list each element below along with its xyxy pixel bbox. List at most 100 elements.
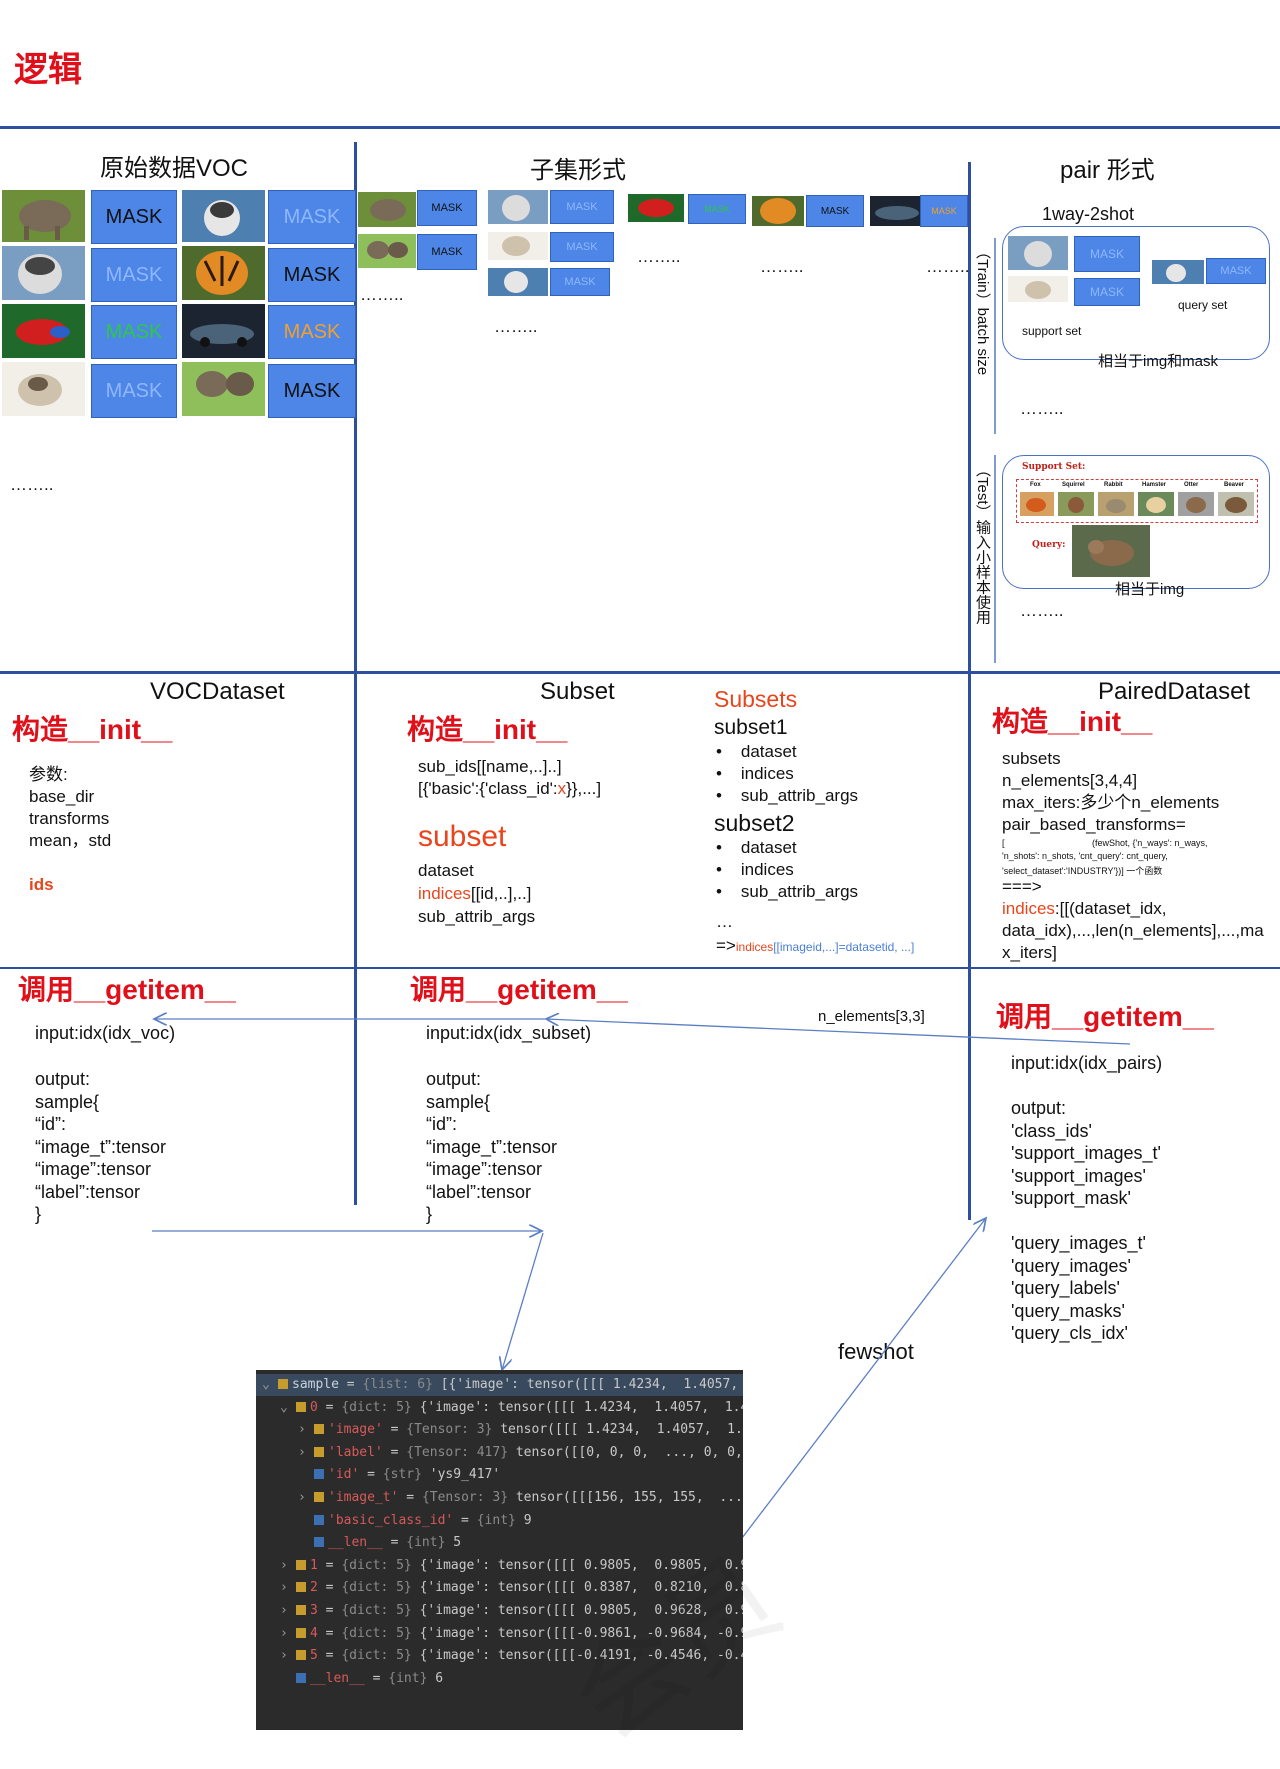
- paired-output-line: 'query_images_t': [1011, 1233, 1146, 1253]
- subset-output-line: “image”:tensor: [426, 1159, 543, 1179]
- expand-down-icon[interactable]: ⌄: [262, 1377, 270, 1392]
- subset-init-heading: 构造__init__: [407, 714, 568, 745]
- debugger-var-type: {Tensor: 417}: [406, 1444, 516, 1460]
- hamster-photo: [1138, 492, 1174, 516]
- debugger-var-name: 'id': [328, 1467, 360, 1483]
- expand-right-icon[interactable]: ›: [280, 1648, 288, 1664]
- list-icon: [296, 1559, 306, 1570]
- debugger-row[interactable]: ›3 = {dict: 5} {'image': tensor([[[ 0.98…: [280, 1600, 743, 1622]
- expand-right-icon[interactable]: ›: [298, 1490, 306, 1505]
- subset-image-grid: [358, 190, 924, 296]
- expand-right-icon[interactable]: ›: [298, 1444, 306, 1460]
- animal-name: Otter: [1184, 482, 1199, 488]
- mask-tile: MASK: [920, 195, 968, 227]
- subset1-item: • sub_attrib_args: [716, 786, 859, 805]
- top-divider: [0, 126, 1280, 129]
- debugger-row[interactable]: 'basic_class_id' = {int} 9: [298, 1510, 532, 1532]
- subset-heading: 子集形式: [530, 157, 626, 184]
- debugger-row[interactable]: ›5 = {dict: 5} {'image': tensor([[[-0.41…: [280, 1645, 743, 1667]
- debugger-row[interactable]: __len__ = {int} 5: [298, 1532, 461, 1554]
- paired-small-line: 'select_dataset':'INDUSTRY'})] 一个函数: [1002, 866, 1163, 876]
- expand-right-icon[interactable]: ›: [280, 1557, 288, 1573]
- subset2-item: • sub_attrib_args: [716, 882, 859, 901]
- debugger-var-value: {'image': tensor([[[ 0.9805, 0.9628, 0.9…: [419, 1603, 743, 1618]
- paired-small-line: [ (fewShot, {'n_ways': n_ways,: [1002, 838, 1208, 848]
- debugger-row[interactable]: ⌄sample = {list: 6} [{'image': tensor([[…: [256, 1374, 743, 1396]
- subset-title: subset: [418, 820, 507, 853]
- paired-indices-cont: data_idx),...,len(n_elements],...,ma: [1002, 921, 1264, 940]
- debugger-row[interactable]: ⌄0 = {dict: 5} {'image': tensor([[[ 1.42…: [280, 1397, 743, 1419]
- subset-sub-attrib: sub_attrib_args: [418, 907, 536, 926]
- subset-ellipsis: ……..: [926, 257, 970, 276]
- paired-output-line: 'query_images': [1011, 1255, 1131, 1276]
- debugger-row[interactable]: ›2 = {dict: 5} {'image': tensor([[[ 0.83…: [280, 1577, 743, 1599]
- paireddataset-heading: PairedDataset: [1098, 678, 1251, 705]
- debugger-var-value: 'ys9_417': [429, 1467, 501, 1483]
- train-pair-images: [1008, 236, 1204, 302]
- debugger-var-type: {int}: [476, 1512, 524, 1528]
- list-icon: [296, 1401, 306, 1412]
- paired-init-heading: 构造__init__: [992, 706, 1153, 737]
- paired-output-line: output:: [1011, 1098, 1067, 1118]
- mask-tile: MASK: [91, 305, 177, 359]
- subset1-item: • indices: [716, 764, 794, 783]
- animal-name: Beaver: [1224, 482, 1245, 488]
- debugger-var-type: {dict: 5}: [341, 1557, 420, 1573]
- voc-input: input:idx(idx_voc): [35, 1023, 176, 1043]
- debugger-row[interactable]: ›4 = {dict: 5} {'image': tensor([[[-0.98…: [280, 1623, 743, 1645]
- voc-getitem-heading: 调用__getitem__: [18, 974, 236, 1005]
- value-icon: [314, 1469, 324, 1480]
- paired-line: max_iters:多少个n_elements: [1002, 793, 1220, 812]
- mask-tile: MASK: [550, 232, 614, 262]
- mask-tile: MASK: [550, 268, 610, 296]
- debugger-var-name: 'basic_class_id': [328, 1512, 454, 1528]
- debugger-row[interactable]: 'id' = {str} 'ys9_417': [298, 1464, 500, 1486]
- tiger-photo: [182, 246, 265, 300]
- debugger-var-type: {Tensor: 3}: [406, 1422, 501, 1438]
- paired-output-line: 'query_cls_idx': [1011, 1323, 1128, 1343]
- mask-tile: MASK: [688, 194, 746, 224]
- paired-arrow: ===>: [1002, 877, 1042, 896]
- husky2-photo: [182, 190, 265, 242]
- query-title: Query:: [1032, 540, 1066, 550]
- subset-ellipsis: ……..: [360, 285, 404, 304]
- paired-line: n_elements[3,4,4]: [1002, 771, 1138, 790]
- debugger-var-name: 4: [310, 1625, 318, 1641]
- puppy-photo: [2, 362, 85, 416]
- voc-output-line: “image”:tensor: [35, 1159, 152, 1179]
- expand-right-icon[interactable]: ›: [280, 1625, 288, 1641]
- expand-down-icon[interactable]: ⌄: [280, 1399, 288, 1415]
- oneway-label: 1way-2shot: [1042, 204, 1135, 224]
- mask-tile: MASK: [268, 305, 356, 359]
- subset2-item: • indices: [716, 860, 794, 879]
- mask-tile: MASK: [268, 248, 356, 302]
- debugger-row[interactable]: ›1 = {dict: 5} {'image': tensor([[[ 0.98…: [280, 1555, 743, 1577]
- expand-right-icon[interactable]: ›: [298, 1422, 306, 1438]
- debugger-row[interactable]: ›'label' = {Tensor: 417} tensor([[0, 0, …: [298, 1442, 743, 1464]
- debugger-var-type: {Tensor: 3}: [421, 1490, 516, 1505]
- middle-divider: [0, 671, 1280, 674]
- debugger-var-name: 0: [310, 1399, 318, 1415]
- debugger-row[interactable]: ›'image_t' = {Tensor: 3} tensor([[[156, …: [298, 1487, 743, 1509]
- elephant-photo: [358, 192, 416, 227]
- pair-heading: pair 形式: [1060, 157, 1155, 184]
- equiv-img-label: 相当于img: [1115, 581, 1185, 598]
- mask-tile: MASK: [268, 364, 356, 418]
- subset-output-line: “image_t”:tensor: [426, 1136, 558, 1157]
- debugger-row[interactable]: ›'image' = {Tensor: 3} tensor([[[ 1.4234…: [298, 1419, 743, 1441]
- husky-photo: [2, 246, 85, 300]
- support-set-label: support set: [1022, 324, 1082, 338]
- debugger-row[interactable]: __len__ = {int} 6: [280, 1668, 443, 1690]
- paired-indices: indices:[[(dataset_idx,: [1002, 899, 1167, 918]
- expand-right-icon[interactable]: ›: [280, 1580, 288, 1596]
- n-elements-note: n_elements[3,3]: [818, 1008, 925, 1025]
- mask-tile: MASK: [806, 195, 864, 227]
- subset-output-line: sample{: [426, 1091, 491, 1112]
- debugger-var-value: 9: [523, 1512, 532, 1528]
- list-icon: [296, 1605, 306, 1615]
- subset-output: output: sample{ “id”: “image_t”:tensor “…: [426, 1068, 557, 1226]
- voc-output-line: output:: [35, 1069, 91, 1089]
- expand-right-icon[interactable]: ›: [280, 1603, 288, 1618]
- car-photo: [182, 304, 265, 358]
